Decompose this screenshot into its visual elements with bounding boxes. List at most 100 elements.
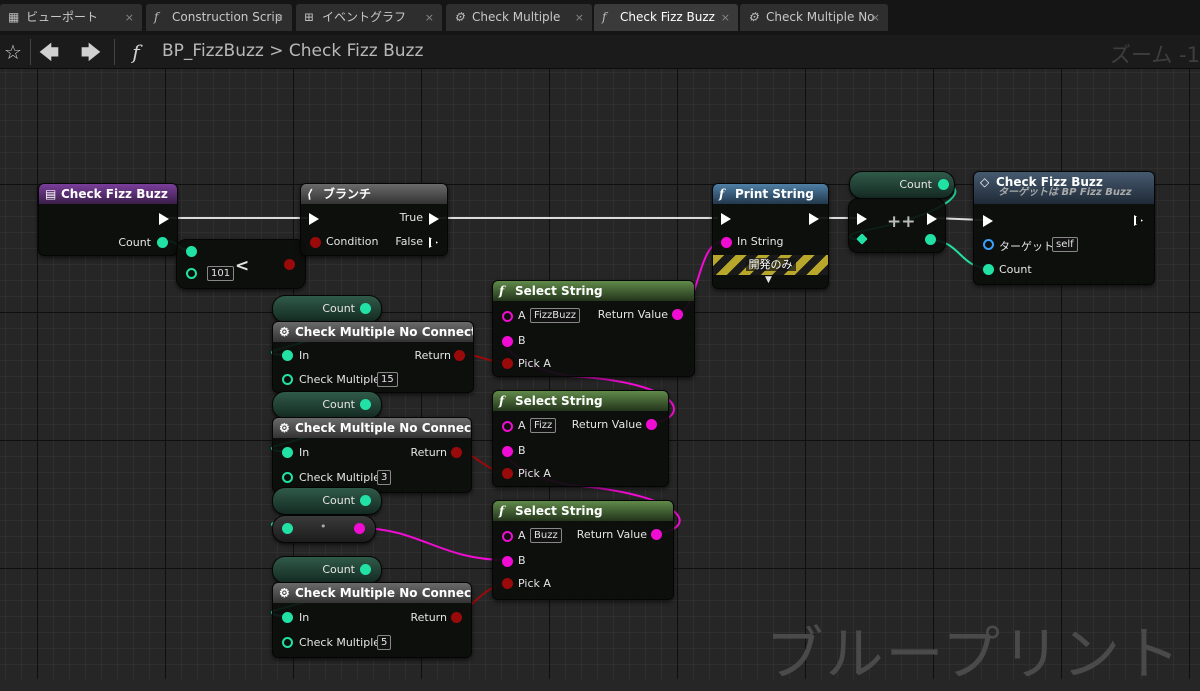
- back-arrow-icon[interactable]: 🡄: [38, 40, 60, 64]
- close-icon[interactable]: ×: [124, 11, 134, 24]
- string-output-pin[interactable]: [354, 523, 365, 534]
- exec-true-pin[interactable]: [429, 213, 439, 225]
- gear-icon: ⚙: [279, 586, 290, 600]
- count-output-pin[interactable]: [157, 237, 168, 248]
- int-input-pin-a[interactable]: [186, 246, 197, 257]
- return-value-pin[interactable]: [646, 419, 657, 430]
- int-input-pin[interactable]: [282, 523, 293, 534]
- check-multiple-value-field[interactable]: 15: [377, 372, 398, 387]
- pin-label-check-multiple: Check Multiple: [299, 471, 381, 484]
- return-output-pin[interactable]: [454, 350, 465, 361]
- exec-in-pin[interactable]: [983, 215, 993, 227]
- branch-node[interactable]: ⟨ブランチ True Condition False: [300, 183, 448, 256]
- in-string-pin[interactable]: [721, 237, 732, 248]
- b-input-pin[interactable]: [502, 336, 513, 347]
- in-input-pin[interactable]: [282, 447, 293, 458]
- call-check-fizz-buzz-node[interactable]: ◇ Check Fizz Buzz ターゲットは BP Fizz Buzz ター…: [973, 171, 1155, 285]
- value-101-field[interactable]: 101: [207, 266, 235, 281]
- check-multiple-node-1[interactable]: ⚙Check Multiple No Connect In Return Che…: [272, 321, 474, 393]
- int-output-pin[interactable]: [925, 234, 936, 245]
- exec-in-pin[interactable]: [857, 213, 867, 225]
- a-input-pin[interactable]: [502, 311, 513, 322]
- pick-a-input-pin[interactable]: [502, 468, 513, 479]
- check-multiple-input-pin[interactable]: [282, 472, 293, 483]
- tab-event-graph[interactable]: ⊞イベントグラフ ×: [296, 4, 442, 31]
- return-value-pin[interactable]: [651, 529, 662, 540]
- target-self-field[interactable]: self: [1052, 237, 1078, 252]
- count-output-pin[interactable]: [938, 179, 949, 190]
- b-input-pin[interactable]: [502, 446, 513, 457]
- close-icon[interactable]: ×: [424, 11, 434, 24]
- a-value-field[interactable]: Buzz: [530, 528, 562, 543]
- breadcrumb-blueprint[interactable]: BP_FizzBuzz: [162, 41, 264, 61]
- return-output-pin[interactable]: [451, 447, 462, 458]
- count-input-pin[interactable]: [983, 264, 994, 275]
- check-multiple-input-pin[interactable]: [282, 374, 293, 385]
- int-input-pin-b[interactable]: [186, 268, 197, 279]
- pin-label-pick-a: Pick A: [518, 357, 551, 370]
- tab-check-multiple[interactable]: ⚙Check Multiple ×: [446, 4, 592, 31]
- conversion-node[interactable]: •: [272, 515, 376, 543]
- exec-out-pin[interactable]: [159, 213, 169, 225]
- int-ref-input-pin[interactable]: [856, 233, 868, 245]
- bool-output-pin[interactable]: [284, 259, 295, 270]
- favorite-star-icon[interactable]: ☆: [4, 40, 22, 64]
- a-value-field[interactable]: FizzBuzz: [530, 308, 580, 323]
- check-multiple-value-field[interactable]: 3: [377, 470, 392, 485]
- check-multiple-node-3[interactable]: ⚙Check Multiple No Connect In Return Che…: [272, 582, 472, 658]
- function-icon: f: [499, 504, 505, 518]
- forward-arrow-icon[interactable]: 🡆: [80, 40, 102, 64]
- count-variable-getter[interactable]: Count: [272, 391, 382, 419]
- a-input-pin[interactable]: [502, 531, 513, 542]
- pin-label-b: B: [518, 554, 526, 567]
- count-variable-getter[interactable]: Count: [849, 171, 955, 199]
- pin-label-b: B: [518, 444, 526, 457]
- tab-check-multiple-no[interactable]: ⚙Check Multiple No ×: [740, 4, 888, 31]
- pick-a-input-pin[interactable]: [502, 578, 513, 589]
- condition-input-pin[interactable]: [310, 237, 321, 248]
- close-icon[interactable]: ×: [720, 11, 730, 24]
- count-output-pin[interactable]: [360, 495, 371, 506]
- return-output-pin[interactable]: [451, 612, 462, 623]
- exec-in-pin[interactable]: [721, 213, 731, 225]
- b-input-pin[interactable]: [502, 556, 513, 567]
- development-only-banner: 開発のみ: [713, 255, 828, 275]
- tab-viewport[interactable]: ▦ビューポート ×: [0, 4, 142, 31]
- exec-out-pin[interactable]: [927, 213, 937, 225]
- target-input-pin[interactable]: [983, 239, 994, 250]
- a-input-pin[interactable]: [502, 421, 513, 432]
- check-multiple-node-2[interactable]: ⚙Check Multiple No Connect In Return Che…: [272, 417, 472, 493]
- count-variable-getter[interactable]: Count: [272, 556, 382, 584]
- increment-node[interactable]: ++: [848, 198, 946, 253]
- check-multiple-input-pin[interactable]: [282, 637, 293, 648]
- exec-out-pin[interactable]: [1134, 215, 1143, 226]
- pin-label-return-value: Return Value: [597, 308, 668, 321]
- close-icon[interactable]: ×: [870, 11, 880, 24]
- less-than-node[interactable]: 101 <: [176, 239, 306, 289]
- exec-in-pin[interactable]: [309, 213, 319, 225]
- count-variable-getter[interactable]: Count: [272, 487, 382, 515]
- exec-out-pin[interactable]: [809, 213, 819, 225]
- in-input-pin[interactable]: [282, 350, 293, 361]
- check-multiple-value-field[interactable]: 5: [377, 635, 392, 650]
- return-value-pin[interactable]: [672, 309, 683, 320]
- close-icon[interactable]: ×: [574, 11, 584, 24]
- count-variable-getter[interactable]: Count: [272, 295, 382, 323]
- count-output-pin[interactable]: [360, 399, 371, 410]
- entry-node-check-fizz-buzz[interactable]: ▤Check Fizz Buzz Count: [38, 183, 178, 256]
- in-input-pin[interactable]: [282, 612, 293, 623]
- close-icon[interactable]: ×: [274, 11, 284, 24]
- expand-chevron-icon[interactable]: ▼: [765, 275, 772, 285]
- exec-false-pin[interactable]: [429, 237, 438, 248]
- pick-a-input-pin[interactable]: [502, 358, 513, 369]
- count-output-pin[interactable]: [360, 564, 371, 575]
- a-value-field[interactable]: Fizz: [530, 418, 557, 433]
- count-output-pin[interactable]: [360, 303, 371, 314]
